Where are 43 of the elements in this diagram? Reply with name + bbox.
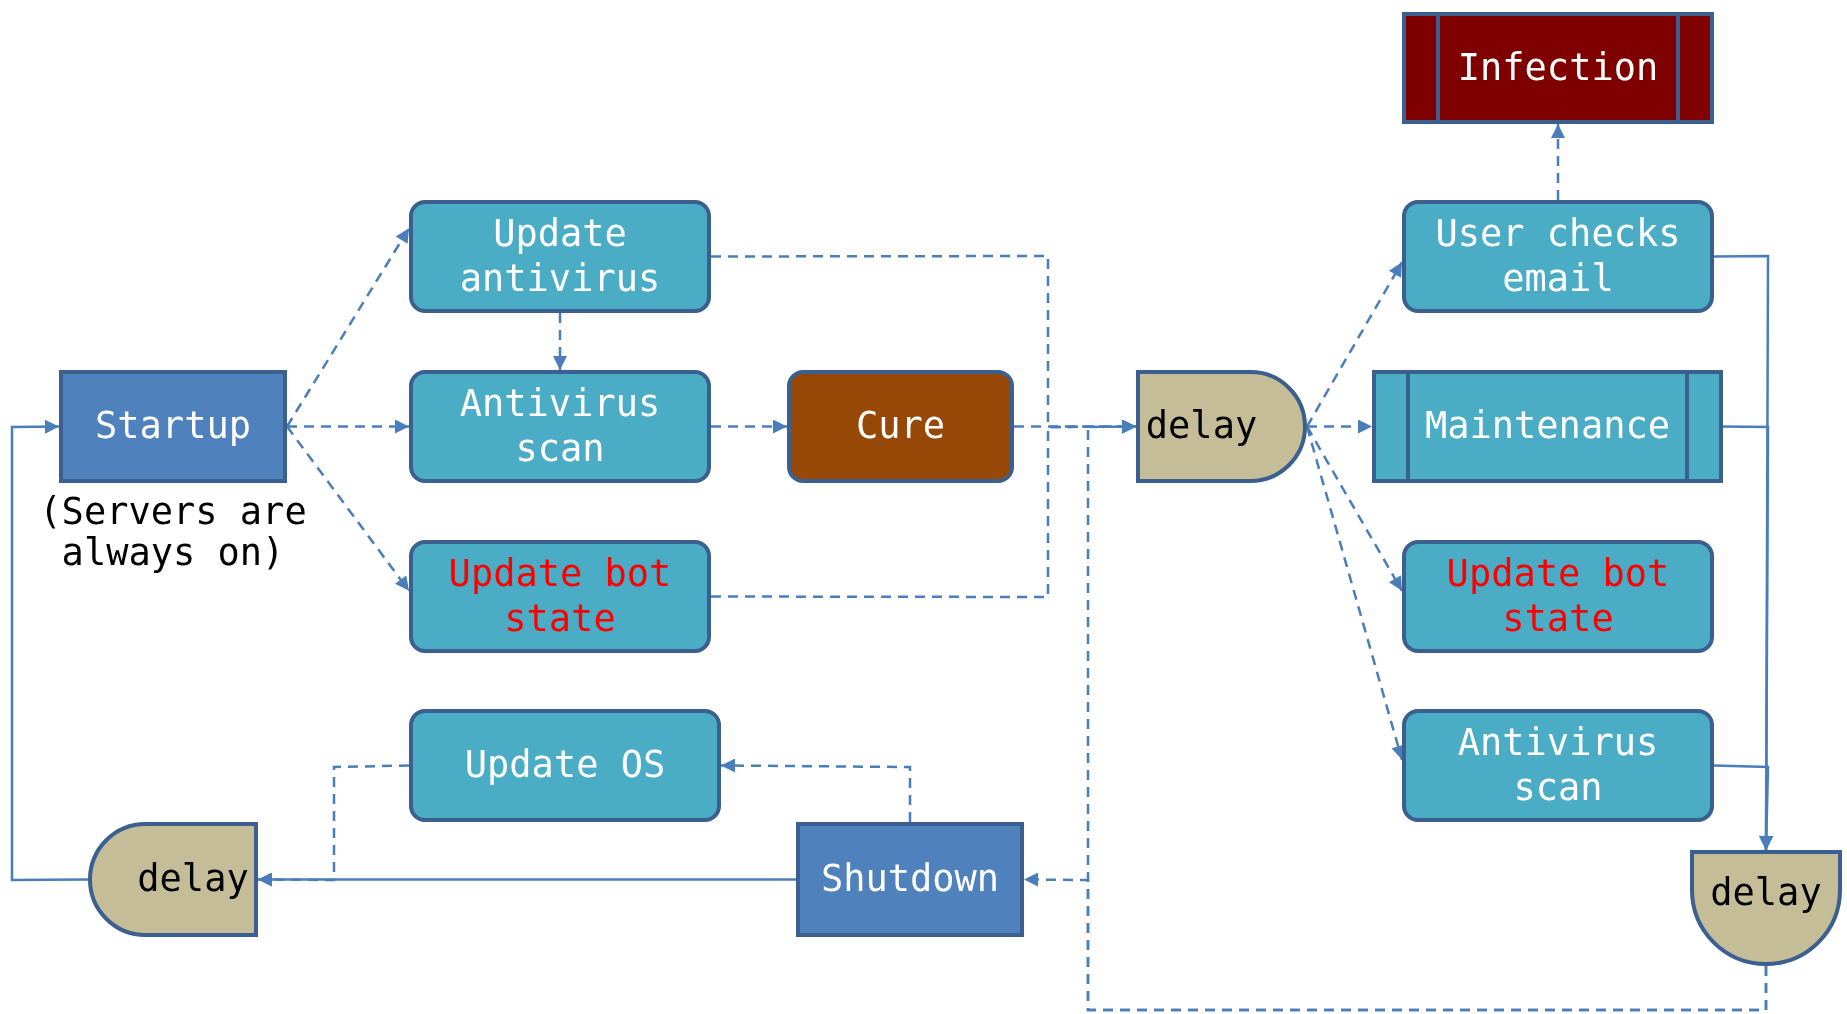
arrow [258, 872, 796, 887]
arrow [553, 313, 567, 370]
arrow [10, 419, 88, 882]
predefined-process-box [1372, 370, 1723, 483]
arrow [286, 425, 410, 592]
node-label: Cure [855, 404, 946, 449]
node-label: delay [1710, 870, 1822, 916]
node-label: Shutdown [820, 857, 1000, 902]
process-box [409, 200, 711, 313]
note-text: (Servers are always on) [38, 492, 308, 574]
node-label: Maintenance [1424, 404, 1670, 449]
process-box [409, 540, 711, 653]
process-box [787, 370, 1014, 483]
node-label: delay [1145, 404, 1258, 449]
start-box [59, 370, 287, 483]
arrow [287, 419, 409, 434]
process-box [409, 370, 711, 483]
process-box [1402, 709, 1714, 822]
predefined-process-box [1402, 12, 1714, 124]
process-box [1402, 200, 1714, 313]
end-box [796, 822, 1024, 937]
arrow [1024, 872, 1768, 1012]
node-label: delay [137, 857, 249, 902]
process-box [409, 709, 721, 822]
arrow [1551, 124, 1565, 200]
node-label: Infection [1457, 45, 1659, 91]
arrow [1713, 764, 1774, 851]
node-label: Antivirus scan [458, 382, 662, 471]
delay-shape [1136, 370, 1307, 483]
process-box [1402, 540, 1714, 653]
arrow [1305, 261, 1404, 428]
node-label: Antivirus scan [1456, 721, 1660, 810]
node-label: Startup [95, 404, 251, 449]
node-label: Update bot state [447, 552, 673, 641]
arrow [711, 419, 787, 434]
node-label: Update antivirus [458, 212, 662, 301]
arrow [1307, 419, 1372, 434]
node-label: Update OS [464, 743, 666, 788]
arrow [721, 758, 912, 822]
delay-shape [88, 822, 258, 937]
node-label: Update bot state [1445, 552, 1671, 641]
node-label: User checks email [1434, 212, 1682, 301]
delay-shape [1690, 850, 1842, 966]
